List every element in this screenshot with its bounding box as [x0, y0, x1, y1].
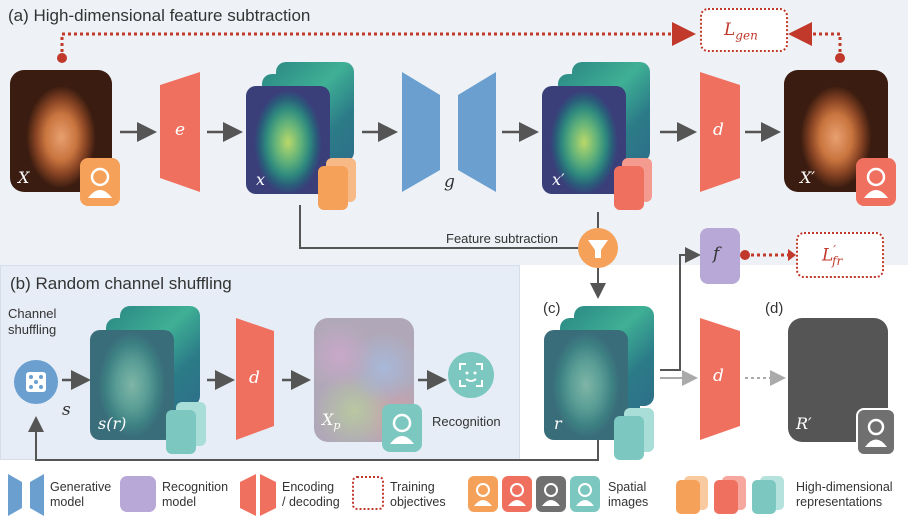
feature-x-front: x [246, 86, 330, 194]
generator-left [402, 72, 440, 192]
line-x-to-subtraction [299, 205, 580, 249]
symbol-r: r [554, 414, 562, 433]
lgen-dotted-loop [57, 22, 845, 63]
legend-generative-icon [8, 474, 44, 516]
person-icon [474, 483, 492, 506]
generator-right [458, 72, 496, 192]
person-icon [576, 483, 594, 506]
spatial-badge-gray [856, 408, 896, 456]
dice-icon [26, 372, 46, 392]
panel-c-label: (c) [543, 300, 561, 317]
symbol-s: s [62, 400, 71, 420]
funnel-badge [578, 228, 618, 268]
symbol-X-p: Xp [322, 410, 341, 433]
legend-training-icon [352, 476, 384, 510]
arrow-r-to-s [28, 416, 599, 461]
channel-shuffling-label: Channel shuffling [8, 306, 57, 337]
panel-d-label: (d) [765, 300, 784, 317]
output-face-image: X′ [784, 70, 888, 192]
dice-badge [14, 360, 58, 404]
decoder-d-panel-b [236, 318, 274, 440]
recognizer-f: f [700, 228, 740, 284]
spatial-badge-orange [80, 158, 120, 206]
feature-subtraction-label: Feature subtraction [446, 231, 559, 246]
symbol-d-bottom: d [713, 366, 724, 386]
legend-encoding-icon [240, 474, 276, 516]
person-icon [390, 413, 414, 444]
legend-training-label: Training objectives [390, 480, 446, 509]
person-icon [864, 167, 888, 198]
spatial-badge-teal [382, 404, 422, 452]
person-icon [865, 418, 887, 447]
symbol-X-prime: X′ [800, 168, 816, 187]
legend-spatial-orange [468, 476, 498, 512]
symbol-x: x [256, 170, 266, 189]
legend-rep-red [714, 480, 738, 514]
legend-generative-label: Generative model [50, 480, 112, 509]
legend-spatial-red [502, 476, 532, 512]
panel-a-title: (a) High-dimensional feature subtraction [8, 6, 311, 25]
decoder-d-top [700, 72, 740, 192]
symbol-d-panel-b: d [249, 368, 260, 388]
loss-gen-box: Lgen [700, 8, 788, 52]
loss-fr-box: L′fr [796, 232, 884, 278]
loss-fr-label: L′fr [822, 243, 843, 269]
symbol-e: e [175, 120, 186, 140]
loss-gen-label: Lgen [724, 20, 758, 43]
representation-badge-red [614, 166, 644, 210]
symbol-x-prime: x′ [552, 170, 565, 189]
representation-badge-teal-b [166, 410, 196, 454]
person-icon [508, 483, 526, 506]
symbol-s-r: s(r) [98, 414, 127, 433]
legend-spatial-gray [536, 476, 566, 512]
symbol-R-prime: R′ [796, 414, 812, 433]
symbol-X: X [18, 168, 30, 187]
symbol-f: f [713, 244, 720, 264]
decoder-d-bottom [700, 318, 740, 440]
legend-encoding-label: Encoding / decoding [282, 480, 340, 509]
legend-highdim-label: High-dimensional representations [796, 480, 893, 509]
feature-sr-front: s(r) [90, 330, 174, 440]
legend-rep-teal [752, 480, 776, 514]
legend-recognition-icon [120, 476, 156, 512]
recognition-badge [448, 352, 494, 398]
face-scan-icon [459, 363, 483, 387]
arrow-r-to-f [660, 247, 701, 371]
spatial-badge-red [856, 158, 896, 206]
person-icon [88, 167, 112, 198]
symbol-d-top: d [713, 120, 724, 140]
representation-badge-teal [614, 416, 644, 460]
recognition-label: Recognition [432, 414, 501, 429]
person-icon [542, 483, 560, 506]
encoder-e-shape [160, 72, 200, 192]
legend-spatial-teal [570, 476, 600, 512]
representation-badge-orange [318, 166, 348, 210]
legend-recognition-label: Recognition model [162, 480, 229, 509]
funnel-icon [588, 240, 608, 258]
panel-b-title: (b) Random channel shuffling [10, 274, 232, 293]
feature-xp-front: x′ [542, 86, 626, 194]
symbol-g: g [444, 172, 455, 192]
legend-rep-orange [676, 480, 700, 514]
legend-spatial-label: Spatial images [608, 480, 649, 509]
